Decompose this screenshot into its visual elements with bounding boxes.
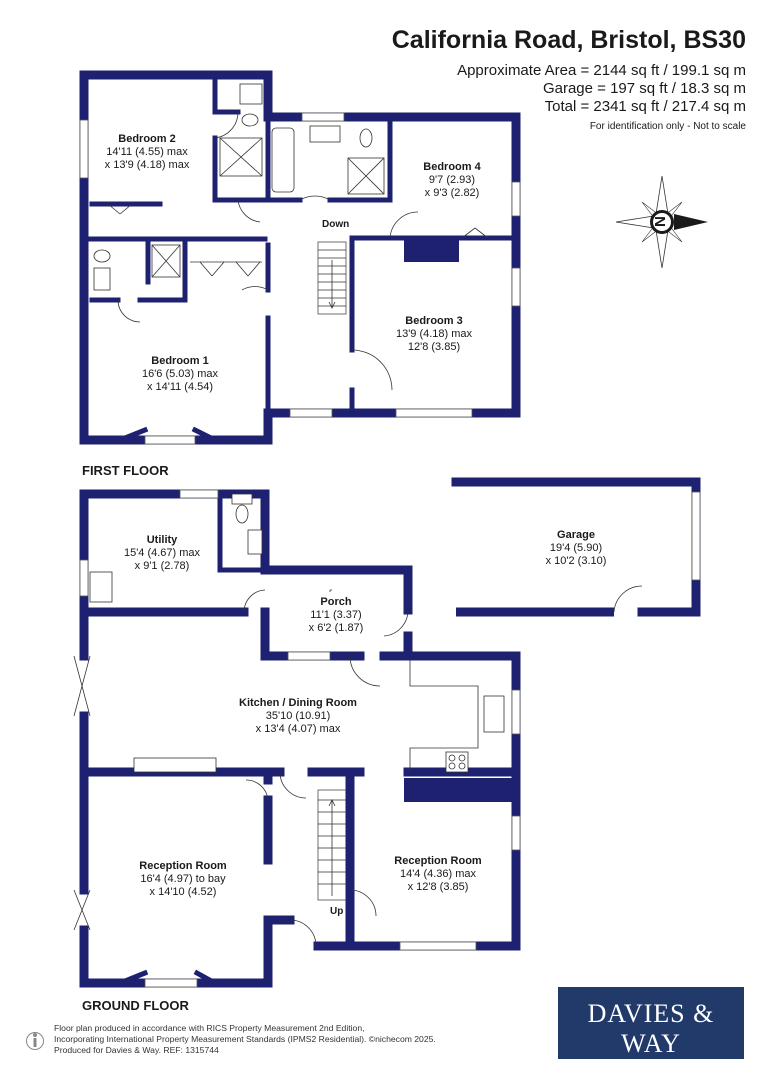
room-label-reception-room-right: Reception Room 14'4 (4.36) max x 12'8 (3… — [394, 855, 482, 893]
room-label-bedroom-3: Bedroom 3 13'9 (4.18) max 12'8 (3.85) — [395, 315, 473, 353]
logo-brand: DAVIES & WAY — [587, 999, 715, 1058]
ground-floor-plan — [73, 489, 521, 988]
room-label-bedroom-4: Bedroom 4 9'7 (2.93) x 9'3 (2.82) — [423, 161, 481, 199]
total-area: Total = 2341 sq ft / 217.4 sq m — [544, 98, 746, 115]
first-floor-label: FIRST FLOOR — [82, 463, 169, 478]
footer-credits: Floor plan produced in accordance with R… — [54, 1023, 436, 1056]
garage-area: Garage = 197 sq ft / 18.3 sq m — [542, 80, 746, 97]
room-label-kitchen-dining: Kitchen / Dining Room 35'10 (10.91) x 13… — [239, 697, 357, 735]
stairs-up-label: Up — [330, 906, 344, 917]
area-summary: Approximate Area = 2144 sq ft / 199.1 sq… — [457, 62, 746, 116]
scale-disclaimer: For identification only - Not to scale — [589, 121, 746, 132]
footer-line-1: Floor plan produced in accordance with R… — [54, 1023, 365, 1033]
first-floor-plan — [79, 70, 521, 445]
room-label-porch: Porch 11'1 (3.37) x 6'2 (1.87) — [308, 596, 364, 634]
ground-floor-label: GROUND FLOOR — [82, 998, 189, 1013]
garage-plan — [451, 477, 701, 617]
room-label-bedroom-1: Bedroom 1 16'6 (5.03) max x 14'11 (4.54) — [141, 355, 219, 393]
property-title: California Road, Bristol, BS30 — [391, 26, 746, 54]
info-figure-icon — [26, 1032, 44, 1050]
room-label-garage: Garage 19'4 (5.90) x 10'2 (3.10) — [545, 529, 607, 567]
footer-line-2: Incorporating International Property Mea… — [54, 1034, 436, 1044]
room-label-utility: Utility 15'4 (4.67) max x 9'1 (2.78) — [123, 534, 201, 572]
logo-tagline: CHARTERED SURVEYORS · ESTATE AGENTS — [565, 1068, 737, 1088]
room-label-bedroom-2: Bedroom 2 14'11 (4.55) max x 13'9 (4.18)… — [104, 133, 190, 171]
compass-north-letter: N — [650, 216, 668, 227]
compass-rose — [615, 175, 708, 269]
stairs-down-label: Down — [322, 219, 350, 230]
davies-way-logo: DAVIES & WAY CHARTERED SURVEYORS · ESTAT… — [558, 987, 744, 1088]
footer-line-3: Produced for Davies & Way. REF: 1315744 — [54, 1045, 219, 1055]
room-label-reception-room-left: Reception Room 16'4 (4.97) to bay x 14'1… — [139, 860, 227, 898]
approximate-area: Approximate Area = 2144 sq ft / 199.1 sq… — [457, 62, 746, 79]
